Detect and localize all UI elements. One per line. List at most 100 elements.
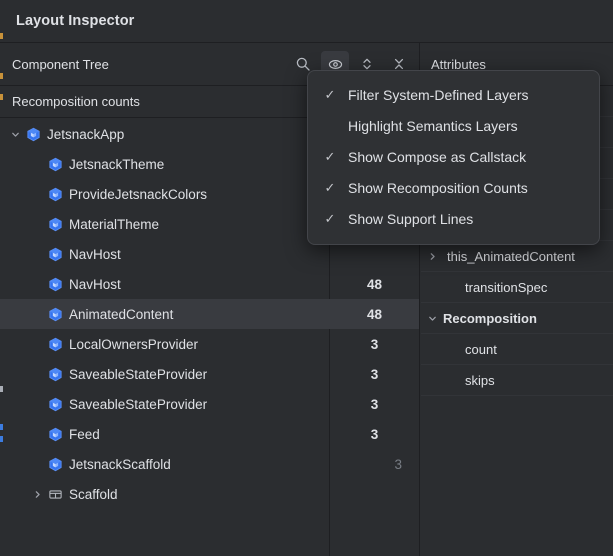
compose-node-icon (46, 157, 64, 172)
menu-item-label: Show Recomposition Counts (348, 179, 528, 196)
attribute-row[interactable]: skips (421, 365, 613, 396)
collapse-all-icon[interactable] (385, 51, 413, 77)
attribute-row[interactable]: transitionSpec (421, 272, 613, 303)
attribute-group-row[interactable]: Recomposition (421, 303, 613, 334)
tree-row-count: 3 (370, 396, 379, 412)
tree-row-count: 3 (370, 366, 379, 382)
attribute-label: transitionSpec (465, 279, 548, 295)
tree-row[interactable]: SaveableStateProvider 3 (0, 389, 419, 419)
expand-collapse-icon[interactable] (353, 51, 381, 77)
compose-node-icon (48, 337, 62, 351)
tree-row[interactable]: JetsnackApp (0, 119, 419, 149)
tree-row-label: ProvideJetsnackColors (69, 186, 208, 202)
compose-node-icon (46, 397, 64, 412)
check-icon: ✓ (324, 86, 336, 102)
check-icon: ✓ (324, 148, 336, 164)
attributes-label: Attributes (431, 56, 486, 72)
compose-node-icon (46, 247, 64, 262)
attribute-row[interactable]: this_AnimatedContent (421, 241, 613, 272)
tree-row-label: Scaffold (69, 486, 118, 502)
compose-node-icon (46, 217, 64, 232)
window-titlebar: Layout Inspector (0, 0, 613, 43)
menu-item-label: Show Compose as Callstack (348, 148, 527, 165)
tree-row[interactable]: NavHost (0, 239, 419, 269)
tree-row[interactable]: Feed 3 (0, 419, 419, 449)
chevron-down-icon[interactable] (6, 130, 24, 139)
menu-item[interactable]: ✓ Show Support Lines (308, 203, 599, 234)
check-icon: ✓ (324, 179, 336, 195)
menu-item[interactable]: ✓ Show Compose as Callstack (308, 141, 599, 172)
tree-row-count: 3 (370, 336, 379, 352)
chevron-right-icon[interactable] (28, 490, 46, 499)
compose-node-icon (24, 127, 42, 142)
compose-node-icon (48, 157, 62, 171)
compose-node-icon (46, 187, 64, 202)
compose-node-icon (48, 457, 62, 471)
tree-row-label: SaveableStateProvider (69, 366, 208, 382)
menu-item-label: Highlight Semantics Layers (348, 117, 518, 134)
tree-row-count: 3 (394, 456, 402, 472)
tree-row[interactable]: LocalOwnersProvider 3 (0, 329, 419, 359)
menu-item[interactable]: Highlight Semantics Layers (308, 110, 599, 141)
tree-row[interactable]: SaveableStateProvider 3 (0, 359, 419, 389)
compose-node-icon (48, 307, 62, 321)
compose-node-icon (48, 367, 62, 381)
compose-node-icon (46, 457, 64, 472)
tree-row[interactable]: JetsnackTheme (0, 149, 419, 179)
component-tree-label: Component Tree (12, 56, 109, 72)
tree-row-label: NavHost (69, 276, 121, 292)
menu-item-label: Filter System-Defined Layers (348, 86, 529, 103)
compose-node-icon (46, 307, 64, 322)
attribute-label: skips (465, 372, 495, 388)
tree-row[interactable]: AnimatedContent 48 (0, 299, 419, 329)
tree-row-label: MaterialTheme (69, 216, 160, 232)
recomposition-counts-label: Recomposition counts (12, 94, 140, 109)
compose-node-icon (26, 127, 40, 141)
compose-node-icon (46, 427, 64, 442)
tree-row-label: SaveableStateProvider (69, 396, 208, 412)
compose-node-icon (46, 367, 64, 382)
menu-item[interactable]: ✓ Filter System-Defined Layers (308, 79, 599, 110)
tree-row-label: JetsnackScaffold (69, 456, 171, 472)
page-title: Layout Inspector (16, 13, 135, 29)
tree-row[interactable]: ProvideJetsnackColors (0, 179, 419, 209)
tree-row-count: 48 (366, 306, 383, 322)
tree-row-label: JetsnackApp (47, 126, 125, 142)
tree-row-label: Feed (69, 426, 100, 442)
tree-row-label: AnimatedContent (69, 306, 174, 322)
attribute-label: count (465, 341, 497, 357)
recomposition-count-column (329, 119, 419, 556)
compose-node-icon (48, 427, 62, 441)
menu-item[interactable]: ✓ Show Recomposition Counts (308, 172, 599, 203)
chevron-down-icon[interactable] (421, 314, 443, 323)
tree-row-label: LocalOwnersProvider (69, 336, 199, 352)
compose-node-icon (48, 247, 62, 261)
tree-row-label: NavHost (69, 246, 121, 262)
attribute-row[interactable]: count (421, 334, 613, 365)
compose-node-icon (48, 217, 62, 231)
tree-row-count: 3 (370, 426, 379, 442)
compose-node-icon (46, 337, 64, 352)
tree-row[interactable]: Scaffold (0, 479, 419, 509)
compose-node-icon (48, 187, 62, 201)
compose-node-icon (48, 277, 62, 291)
panel-header-row: Component Tree (0, 43, 613, 86)
compose-node-icon (46, 277, 64, 292)
attribute-label: this_AnimatedContent (447, 248, 575, 264)
tree-row-label: JetsnackTheme (69, 156, 165, 172)
compose-node-icon (48, 397, 62, 411)
tree-row[interactable]: JetsnackScaffold 3 (0, 449, 419, 479)
tree-row[interactable]: MaterialTheme (0, 209, 419, 239)
view-layout-icon (48, 489, 62, 499)
search-icon[interactable] (289, 51, 317, 77)
menu-item-label: Show Support Lines (348, 210, 474, 227)
chevron-right-icon[interactable] (421, 252, 443, 261)
check-icon: ✓ (324, 210, 336, 226)
attributes-header: Attributes (421, 43, 613, 85)
attribute-label: Recomposition (443, 310, 537, 326)
